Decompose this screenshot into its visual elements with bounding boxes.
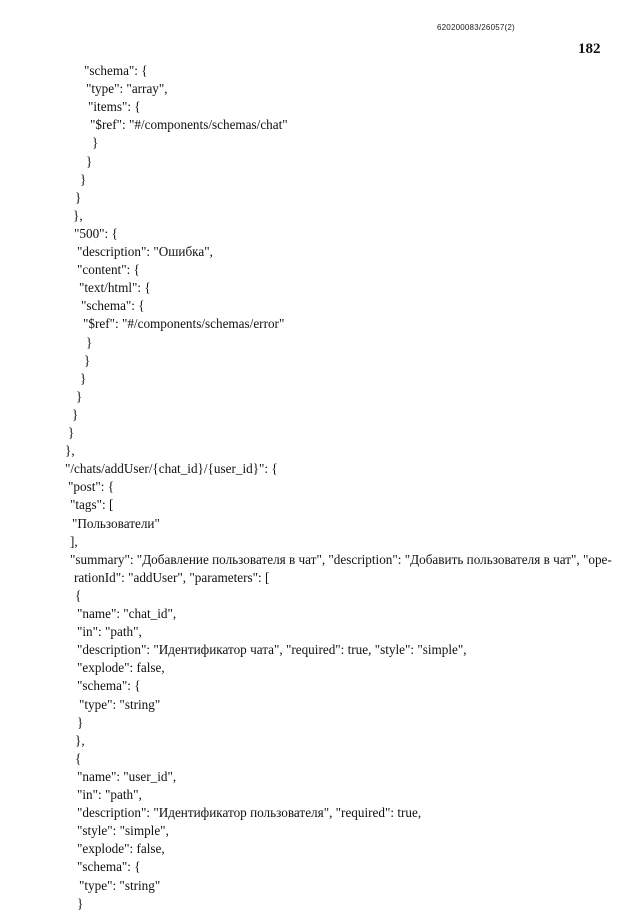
page-number: 182: [578, 41, 601, 57]
code-line: "description": "Ошибка",: [77, 244, 213, 259]
code-line: "explode": false,: [77, 660, 165, 676]
code-line: }: [80, 171, 87, 187]
document-id: 620200083/26057(2): [437, 23, 515, 32]
code-line: "schema": {: [84, 63, 148, 78]
code-line: ],: [70, 533, 78, 549]
code-line: }: [75, 189, 82, 205]
code-line: "in": "path",: [77, 787, 142, 802]
code-line: "content": {: [77, 262, 140, 278]
code-line: "text/html": {: [79, 280, 151, 296]
code-line: }: [86, 153, 93, 169]
code-line: "type": "string": [79, 696, 161, 712]
code-line: {: [75, 587, 82, 603]
code-line: {: [75, 750, 82, 766]
code-line: "$ref": "#/components/schemas/error": [83, 316, 285, 332]
code-line: }: [68, 425, 75, 440]
code-line: }: [77, 895, 84, 911]
code-line: },: [73, 207, 83, 223]
code-line: }: [86, 334, 93, 350]
code-line: "items": {: [88, 99, 141, 115]
code-line: "post": {: [68, 479, 115, 495]
code-line: }: [72, 406, 79, 422]
code-line: "name": "chat_id",: [77, 606, 177, 621]
code-line: "in": "path",: [77, 624, 142, 640]
code-line: "style": "simple",: [77, 823, 169, 839]
code-line: "type": "array",: [86, 81, 168, 97]
code-line: }: [76, 388, 83, 404]
code-line: "Пользователи": [72, 515, 160, 531]
code-line: rationId": "addUser", "parameters": [: [74, 569, 270, 585]
code-line: "500": {: [74, 225, 118, 241]
code-line: "schema": {: [77, 859, 141, 875]
code-line: }: [77, 714, 84, 730]
code-line: "description": "Идентификатор чата", "re…: [77, 642, 467, 658]
code-line: "description": "Идентификатор пользовате…: [77, 805, 422, 821]
code-line: }: [80, 370, 87, 386]
code-line: "name": "user_id",: [77, 768, 177, 784]
code-line: "schema": {: [77, 678, 141, 694]
code-line: "summary": "Добавление пользователя в ча…: [70, 551, 612, 567]
code-line: "tags": [: [70, 497, 114, 513]
code-line: "type": "string": [79, 877, 161, 893]
code-line: "schema": {: [81, 298, 145, 314]
code-line: },: [75, 732, 85, 748]
code-line: "$ref": "#/components/schemas/chat": [90, 117, 288, 133]
code-line: "/chats/addUser/{chat_id}/{user_id}": {: [65, 461, 278, 477]
code-line: "explode": false,: [77, 841, 165, 857]
code-line: },: [65, 443, 75, 459]
code-line: }: [92, 135, 99, 151]
code-line: }: [84, 352, 91, 368]
